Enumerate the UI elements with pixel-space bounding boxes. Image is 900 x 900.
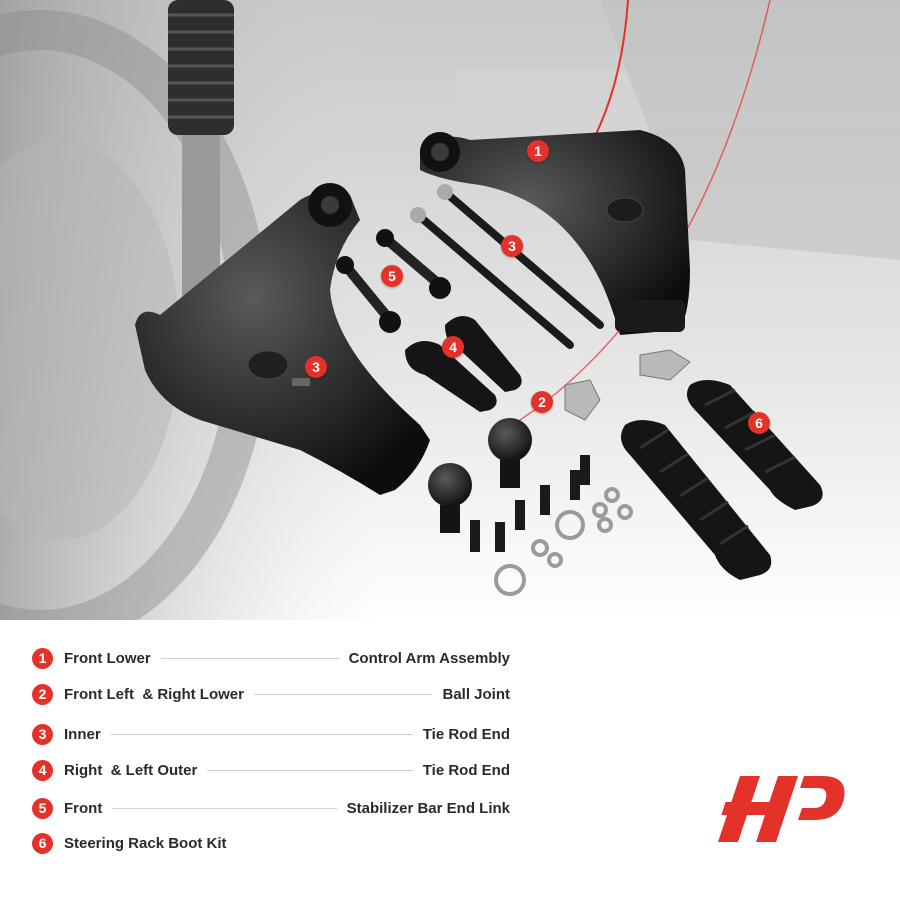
control-arm-right <box>420 130 690 335</box>
leader-line <box>112 807 337 809</box>
callout-badge-4: 4 <box>442 336 464 358</box>
ball-joint-1 <box>428 463 472 507</box>
stabilizer-link-2 <box>341 261 394 324</box>
leader-line <box>253 693 433 695</box>
wheel-hub-silhouette <box>0 140 180 540</box>
outer-tie-rod-end-1 <box>405 341 497 412</box>
inner-tie-rod-1 <box>414 211 574 349</box>
callout-badge-5: 5 <box>381 265 403 287</box>
legend-number-4: 4 <box>32 759 53 781</box>
bracket-1 <box>564 379 601 421</box>
legend-left-6: Steering Rack Boot Kit <box>64 834 227 852</box>
legend-number-2: 2 <box>32 683 53 705</box>
legend-right-1: Control Arm Assembly <box>348 649 510 667</box>
legend-left-2: Front Left & Right Lower <box>64 685 244 703</box>
control-arm-left <box>135 191 430 495</box>
legend-row-1: 1 Front Lower Control Arm Assembly <box>32 646 510 670</box>
brand-logo-icon <box>718 776 845 842</box>
legend-number-6: 6 <box>32 832 53 854</box>
product-illustration <box>0 0 900 620</box>
legend-number-3: 3 <box>32 723 53 745</box>
strut-boot-ribs <box>168 13 234 119</box>
legend-row-5: 5 Front Stabilizer Bar End Link <box>32 796 510 820</box>
legend-right-3: Tie Rod End <box>422 725 510 743</box>
leader-line <box>160 657 339 659</box>
product-photo: 1 3 5 4 2 6 3 <box>0 0 900 620</box>
legend-row-4: 4 Right & Left Outer Tie Rod End <box>32 758 510 782</box>
legend-left-3: Inner <box>64 725 101 743</box>
ball-joint-2 <box>488 418 532 462</box>
legend-number-1: 1 <box>32 647 53 669</box>
legend-number-5: 5 <box>32 797 53 819</box>
leader-line <box>207 769 413 771</box>
outer-tie-rod-end-2 <box>445 316 522 392</box>
legend-right-5: Stabilizer Bar End Link <box>346 799 510 817</box>
steering-rack-boot-1 <box>621 420 772 580</box>
inner-tie-rod-2 <box>441 188 604 329</box>
legend-left-4: Right & Left Outer <box>64 761 198 779</box>
callout-badge-2: 2 <box>531 391 553 413</box>
callout-badge-1: 1 <box>527 140 549 162</box>
legend-row-3: 3 Inner Tie Rod End <box>32 722 510 746</box>
bolts <box>470 455 590 552</box>
leader-line <box>110 733 413 735</box>
legend-left-1: Front Lower <box>64 649 151 667</box>
legend-right-4: Tie Rod End <box>422 761 510 779</box>
legend-row-2: 2 Front Left & Right Lower Ball Joint <box>32 682 510 706</box>
callout-badge-3-inner: 3 <box>501 235 523 257</box>
washers <box>494 487 633 596</box>
stabilizer-link-1 <box>381 234 444 289</box>
bracket-2 <box>639 349 691 381</box>
callout-badge-3-arm: 3 <box>305 356 327 378</box>
callout-badge-6: 6 <box>748 412 770 434</box>
legend-right-2: Ball Joint <box>442 685 510 703</box>
legend-left-5: Front <box>64 799 103 817</box>
legend-row-6: 6 Steering Rack Boot Kit <box>32 831 510 855</box>
